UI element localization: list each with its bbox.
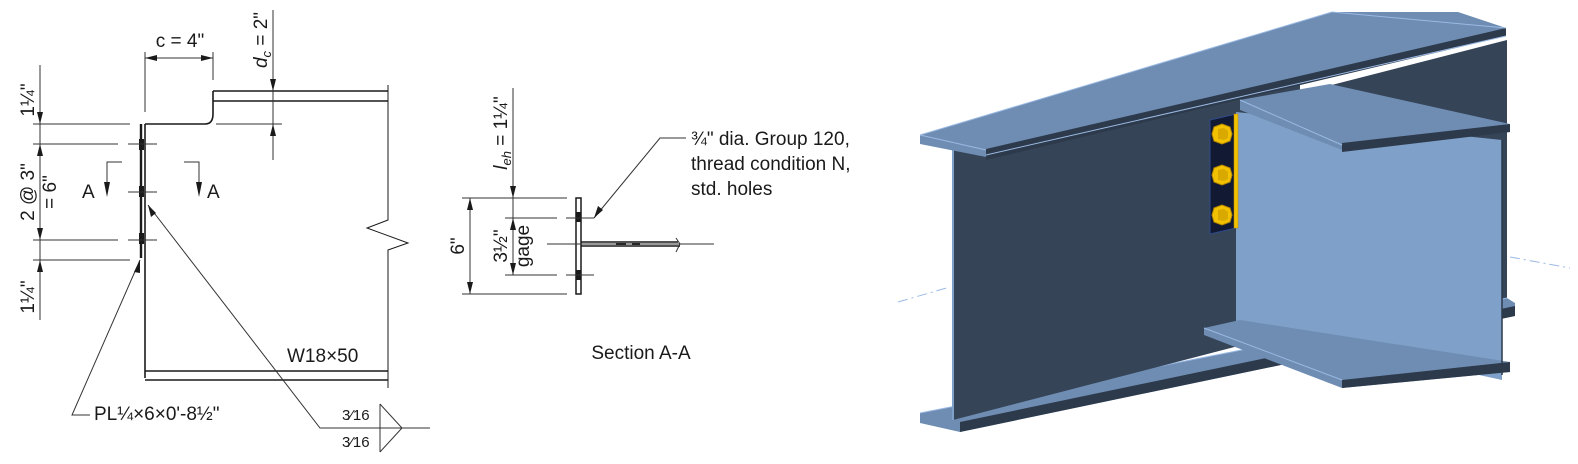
weld-size-other-side: 3⁄16 (342, 434, 370, 451)
bolt-mark-3 (139, 233, 144, 244)
gage-value-dim: 3½" (491, 229, 512, 262)
bolt-callout-line2: thread condition N, (691, 154, 851, 175)
girder-centerline-right (1509, 256, 1571, 269)
elevation-view: 1¼" 1¼" 2 @ 3" = 6" c = 4" dc = 2" A A W… (18, 10, 430, 453)
fillet-weld-symbol (379, 403, 403, 453)
cope-outline (145, 91, 214, 125)
bolt-spacing-dim-1: 2 @ 3" (18, 163, 39, 221)
bolt-3 (1211, 204, 1233, 226)
girder-top-flange (920, 12, 1506, 157)
girder-centerline-left (897, 286, 951, 303)
plate-callout: PL¼×6×0'-8½" (94, 404, 220, 425)
top-edge-dim: 1¼" (18, 83, 39, 116)
bolt-spacing-dim-2: = 6" (40, 175, 61, 209)
bottom-edge-dim: 1¼" (18, 280, 39, 313)
beam-designation: W18×50 (287, 346, 358, 367)
bolt-1 (1211, 123, 1233, 145)
bolt-callout-line1: ¾" dia. Group 120, (691, 129, 850, 150)
section-title: Section A-A (591, 343, 691, 364)
cope-length-dim: c = 4" (156, 31, 204, 52)
section-mark-right: A (207, 182, 220, 203)
weld-leader (147, 204, 430, 429)
bolt-2 (1211, 164, 1233, 186)
beam-web (1236, 112, 1502, 380)
cope-depth-dim: dc = 2" (251, 12, 274, 68)
gage-label: gage (513, 225, 534, 267)
bolt-callout-line3: std. holes (691, 179, 772, 200)
plate-weld-edge (1233, 113, 1239, 229)
break-line (365, 85, 410, 388)
section-mark-left: A (82, 182, 95, 203)
weld-size-arrow-side: 3⁄16 (342, 407, 370, 424)
model-3d-view (897, 11, 1571, 432)
section-view: 6" leh = 1¼" 3½" gage ¾" dia. Group 120,… (448, 88, 851, 364)
edge-distance-dim: leh = 1¼" (491, 96, 514, 170)
plate-height-dim: 6" (448, 237, 469, 254)
